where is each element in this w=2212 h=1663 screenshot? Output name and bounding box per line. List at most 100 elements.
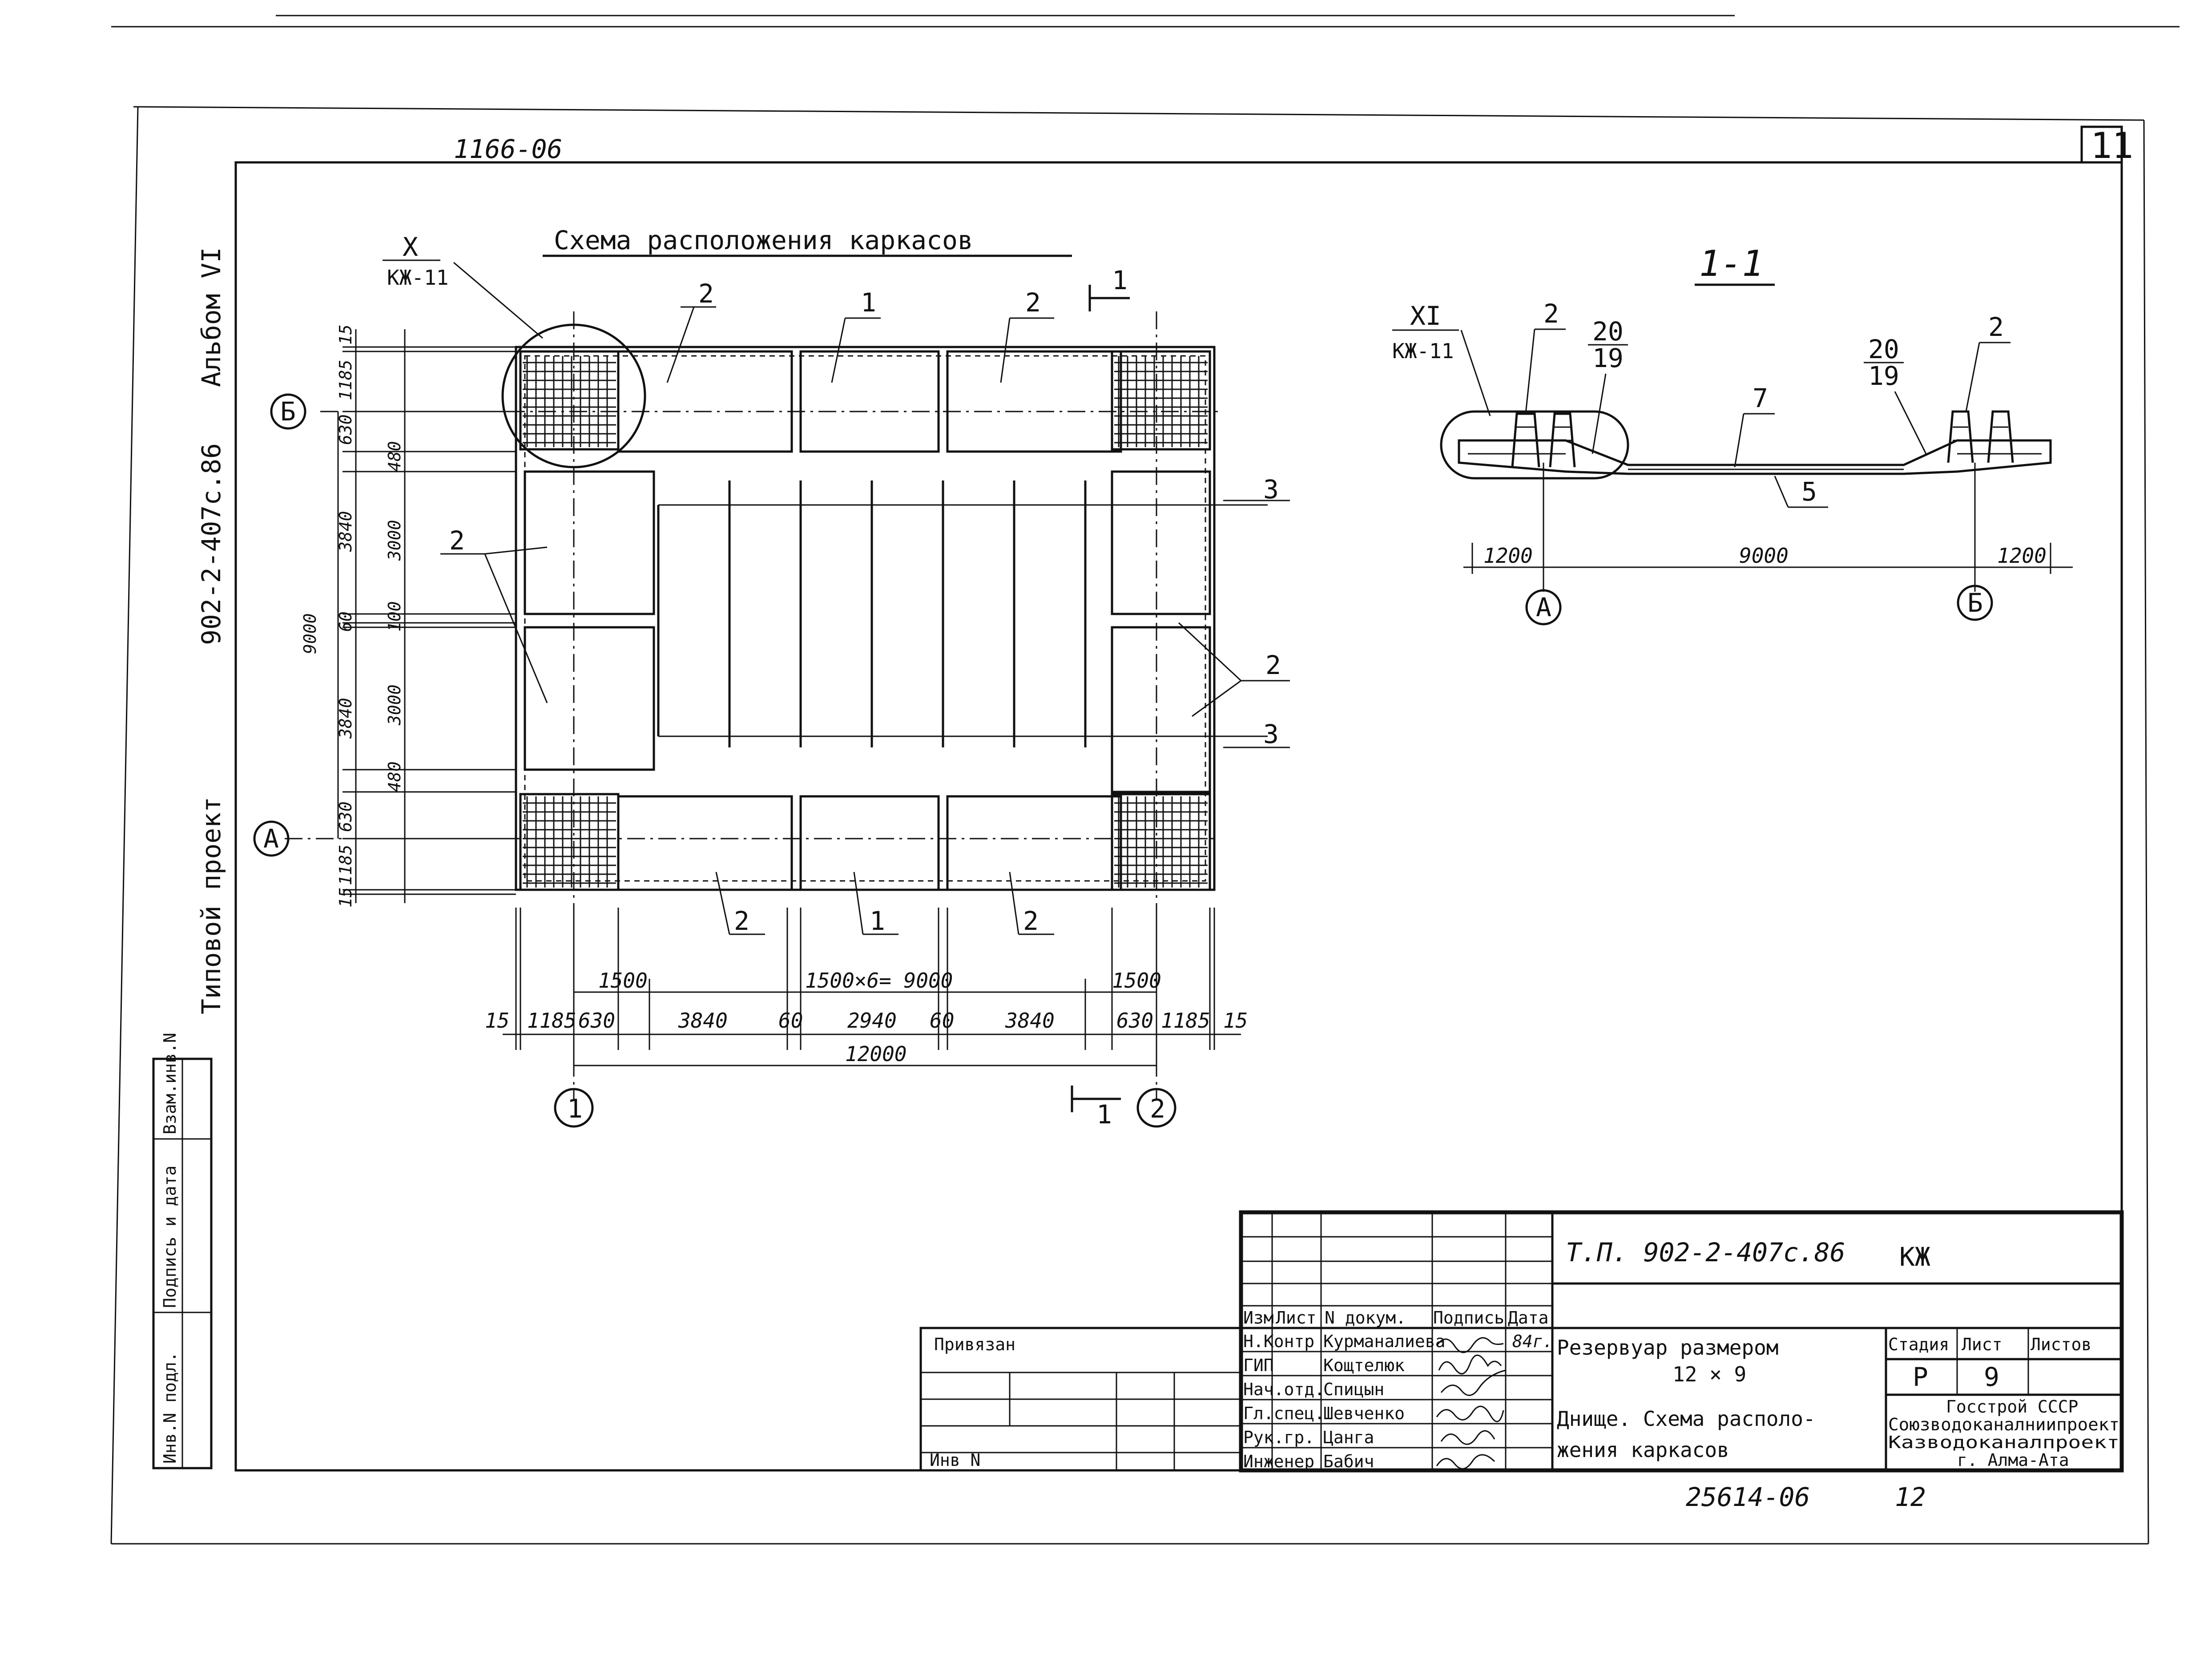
section-mark-2-right: 2 (1988, 312, 2004, 342)
section-mark-2-left: 2 (1543, 299, 1559, 329)
dim-left-15-top: 15 (336, 324, 355, 345)
detail-xi-callout (1440, 410, 1629, 480)
signer-date-0: 84г. (1512, 1332, 1553, 1351)
dim-1185-right: 1185 (1161, 1009, 1210, 1033)
margin-cell-sign: Подпись и дата (160, 1166, 180, 1308)
dim-left-15-bottom: 15 (336, 887, 355, 908)
signer-role-1: ГИП (1243, 1356, 1274, 1375)
leader-2-top-right: 2 (1025, 287, 1041, 318)
stamp-col-doc: N докум. (1325, 1308, 1406, 1328)
leader-2-left: 2 (449, 525, 465, 556)
margin-cell-replace: Взам.инв.N (160, 1033, 180, 1134)
dim-left-3840-top: 3840 (336, 511, 355, 552)
dim-1500-left: 1500 (598, 969, 648, 993)
stamp-title-line2: жения каркасов (1557, 1438, 1729, 1462)
binding-header: Привязан (934, 1335, 1015, 1354)
dim-left-3000-bottom: 3000 (385, 684, 404, 726)
section-mark-19-left: 19 (1592, 343, 1624, 373)
corner-mesh-tl (519, 350, 620, 451)
section-mark-20-left: 20 (1592, 316, 1624, 347)
side-code: 902-2-407с.86 (196, 443, 226, 645)
project-code-top: 1166-06 (454, 134, 562, 164)
leader-1-bottom: 1 (870, 906, 885, 936)
section-dim-1200-left: 1200 (1483, 544, 1533, 568)
dim-1500-right: 1500 (1112, 969, 1161, 993)
stamp-col-sign: Подпись (1433, 1308, 1504, 1328)
dim-chain-bottom (503, 908, 1241, 1077)
stamp-doc-code: Т.П. 902-2-407с.86 (1566, 1237, 1845, 1267)
dim-left-1185-top: 1185 (336, 359, 355, 400)
outer-frame (110, 15, 2180, 1545)
sheet-number: 11 (2091, 125, 2133, 166)
dim-1185-left: 1185 (527, 1009, 576, 1033)
signer-role-4: Рук.гр. (1243, 1428, 1314, 1447)
signer-role-2: Нач.отд. (1243, 1380, 1325, 1399)
section-view: 1-1 XI КЖ-11 2 20 19 7 20 19 2 5 (1392, 243, 2073, 626)
axis-1-label: 1 (567, 1094, 583, 1124)
section-axis-a: А (1536, 592, 1551, 622)
section-dim-9000: 9000 (1739, 544, 1789, 568)
binding-inv: Инв N (930, 1450, 980, 1470)
signer-role-3: Гл.спец. (1243, 1404, 1325, 1423)
title-block: Изм Лист N докум. Подпись Дата Н.Контр К… (1239, 1210, 2124, 1473)
axis-b-label: Б (280, 396, 296, 427)
dim-total-width: 12000 (845, 1042, 907, 1066)
leader-2-right: 2 (1265, 650, 1281, 680)
dim-60-left: 60 (778, 1009, 803, 1033)
section-mark-20-right: 20 (1868, 334, 1899, 364)
dim-3840-left: 3840 (678, 1009, 728, 1033)
stamp-title-line1: Днище. Схема располо- (1557, 1407, 1816, 1431)
stamp-sheets-label: Листов (2031, 1335, 2091, 1354)
leader-2-bottom-left: 2 (734, 906, 749, 936)
dim-left-60: 60 (336, 611, 355, 632)
stamp-col-list: Лист (1276, 1308, 1317, 1328)
section-mark-7: 7 (1753, 383, 1768, 413)
plan-detail-sheet: КЖ-11 (387, 266, 448, 290)
section-mark-bottom: 1 (1096, 1099, 1112, 1130)
signer-name-3: Шевченко (1323, 1404, 1405, 1423)
signer-name-0: Курманалиева (1323, 1332, 1446, 1351)
plan-view: Схема расположения каркасов X КЖ-11 1 (253, 225, 1290, 1130)
stamp-org3: Казводоканалпроект (1888, 1433, 2119, 1452)
leader-3-upper: 3 (1263, 474, 1279, 505)
dim-left-480-top: 480 (385, 441, 404, 472)
signature-scribbles (1436, 1337, 1506, 1469)
dim-left-630-bottom: 630 (336, 801, 355, 832)
signer-role-0: Н.Контр (1243, 1332, 1314, 1351)
dim-left-630-top: 630 (336, 414, 355, 445)
stamp-stage-label: Стадия (1888, 1335, 1949, 1354)
stamp-org2: Союзводоканалниипроект (1888, 1415, 2119, 1434)
dim-3840-right: 3840 (1005, 1009, 1055, 1033)
signer-name-5: Бабич (1323, 1452, 1374, 1471)
stamp-col-date: Дата (1508, 1308, 1549, 1328)
leader-3-lower: 3 (1263, 719, 1279, 749)
central-bars (657, 480, 1268, 747)
archive-number: 25614-06 (1686, 1482, 1810, 1512)
section-axis-b: Б (1967, 588, 1983, 618)
signer-name-4: Цанга (1323, 1428, 1374, 1447)
side-album: Альбом VI (196, 247, 226, 387)
dim-15-left: 15 (485, 1009, 509, 1033)
archive-page: 12 (1895, 1482, 1926, 1512)
section-mark-19-right: 19 (1868, 361, 1899, 391)
section-mark-5: 5 (1801, 476, 1817, 507)
corner-mesh-br (1111, 793, 1211, 891)
left-margin-table: Инв.N подл. Подпись и дата Взам.инв.N (152, 1033, 213, 1469)
plan-title: Схема расположения каркасов (554, 225, 973, 255)
signer-name-2: Спицын (1323, 1380, 1384, 1399)
sheet-number-box (2080, 125, 2123, 164)
dim-2940: 2940 (847, 1009, 897, 1033)
dim-630-right: 630 (1116, 1009, 1153, 1033)
corner-mesh-bl (519, 793, 620, 891)
dim-630-left: 630 (578, 1009, 615, 1033)
section-detail-sheet: КЖ-11 (1392, 339, 1454, 363)
stamp-object-line1: Резервуар размером (1557, 1336, 1779, 1360)
corner-mesh-tr (1111, 350, 1211, 451)
dim-1500x6: 1500×6= 9000 (805, 969, 953, 993)
binding-box: Привязан Инв N (919, 1327, 1242, 1472)
stamp-sheet: 9 (1984, 1362, 1999, 1392)
leader-2-top-left: 2 (698, 279, 714, 309)
stamp-org1: Госстрой СССР (1946, 1397, 2078, 1417)
section-dim-1200-right: 1200 (1997, 544, 2047, 568)
